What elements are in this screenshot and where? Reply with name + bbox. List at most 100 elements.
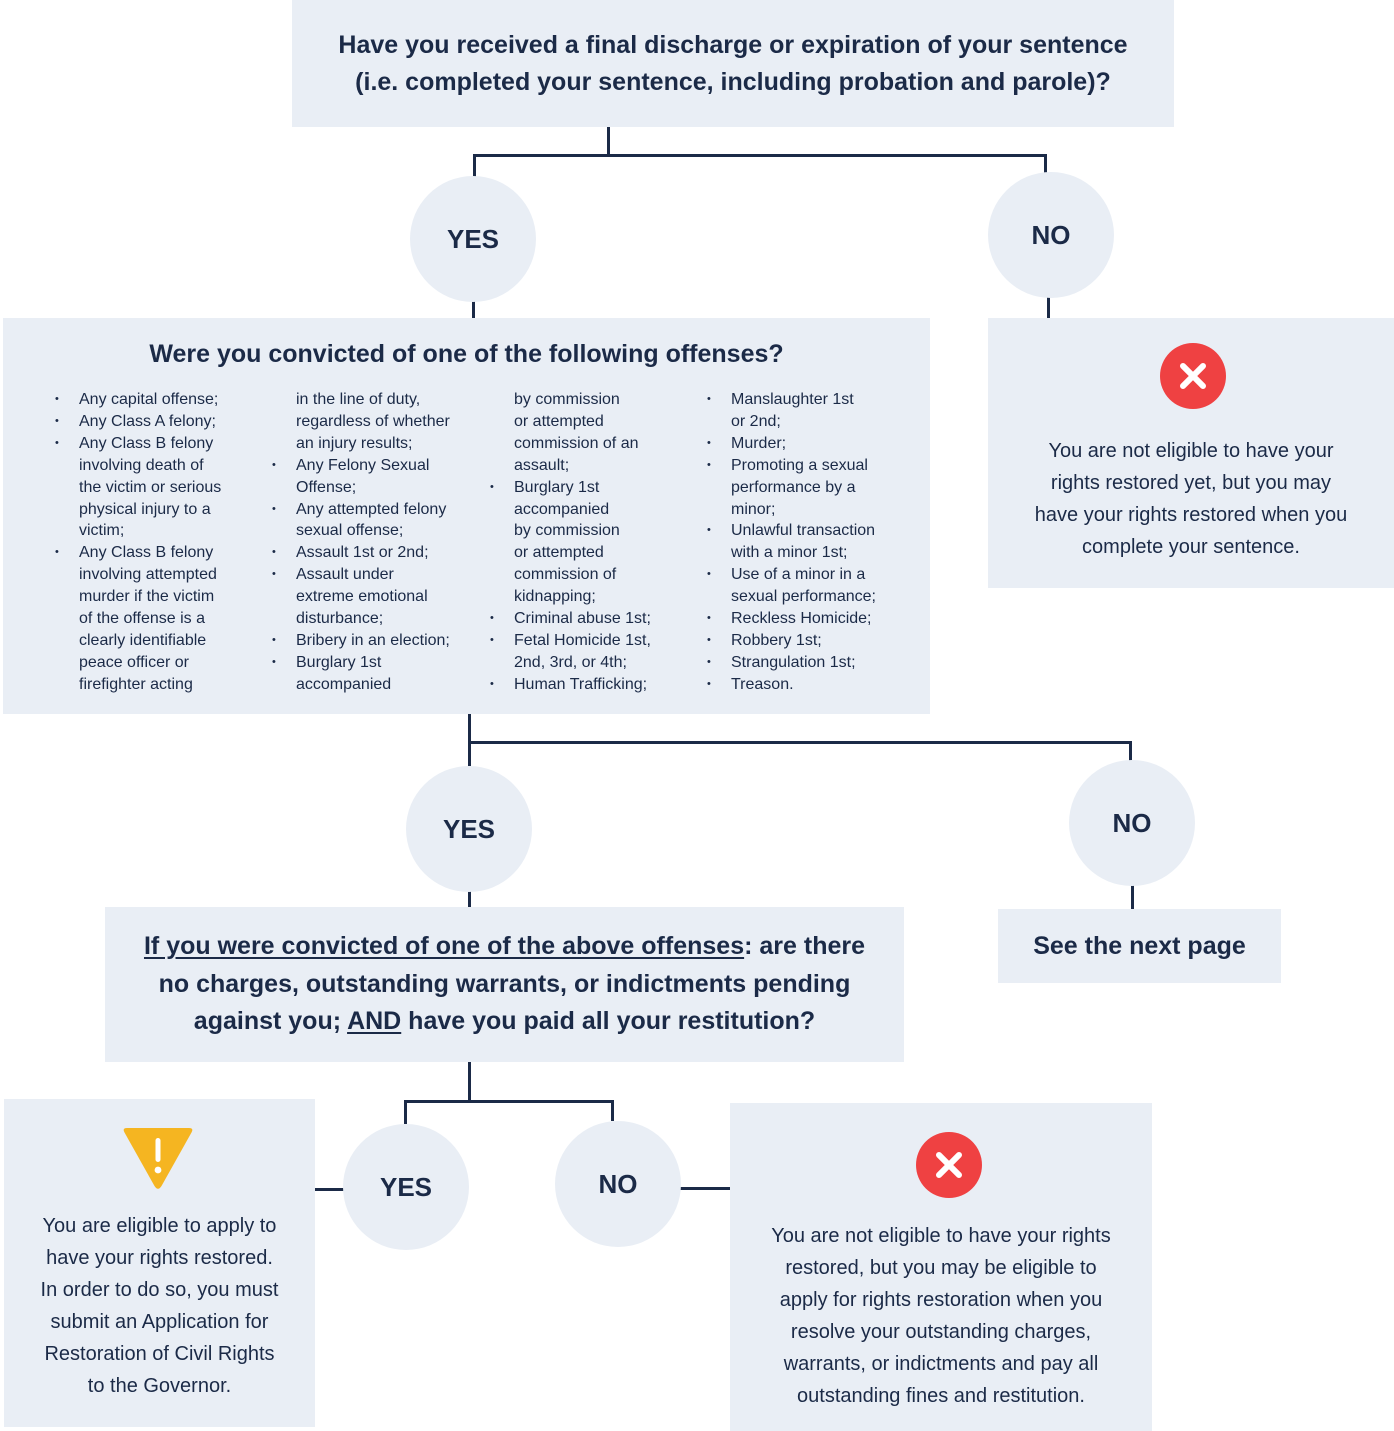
offense-item: Reckless Homicide; — [707, 608, 876, 630]
offense-item: an injury results; — [296, 434, 413, 452]
connector-line — [468, 890, 471, 907]
offense-item: murder if the victim — [79, 588, 215, 606]
offense-list: Any capital offense;Any Class A felony;A… — [55, 389, 222, 696]
connector-line — [1047, 296, 1050, 318]
result-line: restored, but you may be eligible to — [785, 1257, 1097, 1279]
connector-line — [404, 1100, 614, 1103]
offense-item: 2nd, 3rd, or 4th; — [514, 653, 627, 671]
offense-item: Unlawful transaction — [707, 520, 876, 542]
offense-item: Fetal Homicide 1st, — [490, 630, 651, 652]
result-text: You are not eligible to have your rights… — [730, 1220, 1152, 1412]
offense-item: or attempted — [514, 412, 604, 430]
connector-line — [1129, 741, 1132, 761]
offense-item: victim; — [79, 522, 125, 540]
yes-label: YES — [442, 813, 496, 844]
offense-item: firefighter acting — [79, 675, 193, 693]
offense-item: kidnapping; — [514, 588, 596, 606]
result-not-eligible: You are not eligible to have your rights… — [730, 1103, 1152, 1431]
offense-item: accompanied — [514, 500, 610, 518]
no-label: NO — [1031, 219, 1071, 250]
question-line: (i.e. completed your sentence, including… — [355, 67, 1111, 96]
result-line: You are eligible to apply to — [42, 1215, 277, 1237]
result-not-eligible-yet: You are not eligible to have your rights… — [988, 318, 1394, 588]
no-label: NO — [1112, 807, 1152, 838]
offense-item: Assault under — [272, 564, 450, 586]
yes-circle: YES — [406, 766, 532, 892]
no-circle: NO — [555, 1121, 681, 1247]
offense-item: commission of an — [514, 434, 639, 452]
yes-circle: YES — [410, 176, 536, 302]
offense-item: Any attempted felony — [272, 499, 450, 521]
result-line: You are not eligible to have your rights — [771, 1225, 1111, 1247]
connector-line — [1131, 884, 1134, 909]
yes-label: YES — [446, 223, 500, 254]
offense-item: Burglary 1st — [490, 477, 651, 499]
offense-item: or attempted — [514, 544, 604, 562]
result-text: You are not eligible to have your rights… — [988, 435, 1394, 563]
offense-item: by commission — [514, 522, 620, 540]
offense-item: minor; — [731, 500, 776, 518]
offense-item: sexual performance; — [731, 588, 876, 606]
offense-item: sexual offense; — [296, 522, 404, 540]
result-eligible: You are eligible to apply to have your r… — [4, 1099, 315, 1427]
offense-item: Manslaughter 1st — [707, 389, 876, 411]
offense-item: Any Class B felony — [55, 433, 221, 455]
offense-item: Assault 1st or 2nd; — [272, 542, 450, 564]
offense-item: physical injury to a — [79, 500, 211, 518]
result-line: to the Governor. — [87, 1375, 232, 1397]
offense-item: involving death of — [79, 456, 204, 474]
connector-line — [473, 154, 476, 178]
connector-line — [680, 1187, 730, 1190]
question-underlined-lead: If you were convicted of one of the abov… — [143, 932, 745, 961]
offense-item: accompanied — [296, 675, 392, 693]
offense-item: performance by a — [731, 478, 856, 496]
yes-label: YES — [379, 1171, 433, 1202]
offense-item: clearly identifiable — [79, 631, 207, 649]
offense-item: the victim or serious — [79, 478, 222, 496]
offense-item: in the line of duty, — [296, 391, 421, 408]
x-icon — [916, 1132, 982, 1198]
offense-item: Any Class A felony; — [55, 411, 221, 433]
question-text: have you paid all your restitution? — [401, 1007, 816, 1036]
see-next-page-label: See the next page — [1033, 931, 1246, 960]
see-next-page: See the next page — [998, 909, 1281, 983]
question-text: no charges, outstanding warrants, or ind… — [158, 969, 851, 998]
question-text: : are there — [744, 932, 865, 961]
yes-circle: YES — [343, 1124, 469, 1250]
question-and-emphasis: AND — [347, 1007, 402, 1036]
question-title: Were you convicted of one of the followi… — [149, 340, 784, 368]
offense-item: Robbery 1st; — [707, 630, 876, 652]
connector-line — [468, 1062, 471, 1102]
offense-item: of the offense is a — [79, 610, 206, 628]
offense-item: Murder; — [707, 433, 876, 455]
connector-line — [611, 1100, 614, 1121]
offense-item: Burglary 1st — [272, 652, 450, 674]
offense-item: Any capital offense; — [55, 389, 221, 411]
result-line: Restoration of Civil Rights — [44, 1343, 275, 1365]
result-line: outstanding fines and restitution. — [797, 1385, 1085, 1407]
connector-line — [404, 1100, 407, 1124]
offense-item: involving attempted — [79, 566, 217, 584]
question-restitution: If you were convicted of one of the abov… — [105, 907, 904, 1062]
question-text: against you; — [193, 1007, 348, 1036]
result-line: submit an Application for — [50, 1311, 269, 1333]
result-text: You are eligible to apply to have your r… — [4, 1210, 315, 1402]
result-line: have your rights restored. — [46, 1247, 273, 1269]
offense-item: by commission — [514, 391, 620, 408]
offense-list: by commission or attempted commission of a… — [490, 389, 651, 696]
question-offenses: Were you convicted of one of the followi… — [3, 318, 930, 714]
offense-item: Any Class B felony — [55, 542, 221, 564]
no-circle: NO — [1069, 760, 1195, 886]
offense-item: Bribery in an election; — [272, 630, 450, 652]
connector-line — [468, 741, 1132, 744]
connector-line — [1044, 154, 1047, 174]
offense-item: or 2nd; — [731, 412, 781, 430]
offense-item: Offense; — [296, 478, 357, 496]
offense-item: Treason. — [707, 674, 876, 696]
connector-line — [472, 300, 475, 318]
connector-line — [468, 714, 471, 766]
offense-item: disturbance; — [296, 610, 384, 628]
x-icon — [1160, 343, 1226, 409]
offense-item: peace officer or — [79, 653, 189, 671]
